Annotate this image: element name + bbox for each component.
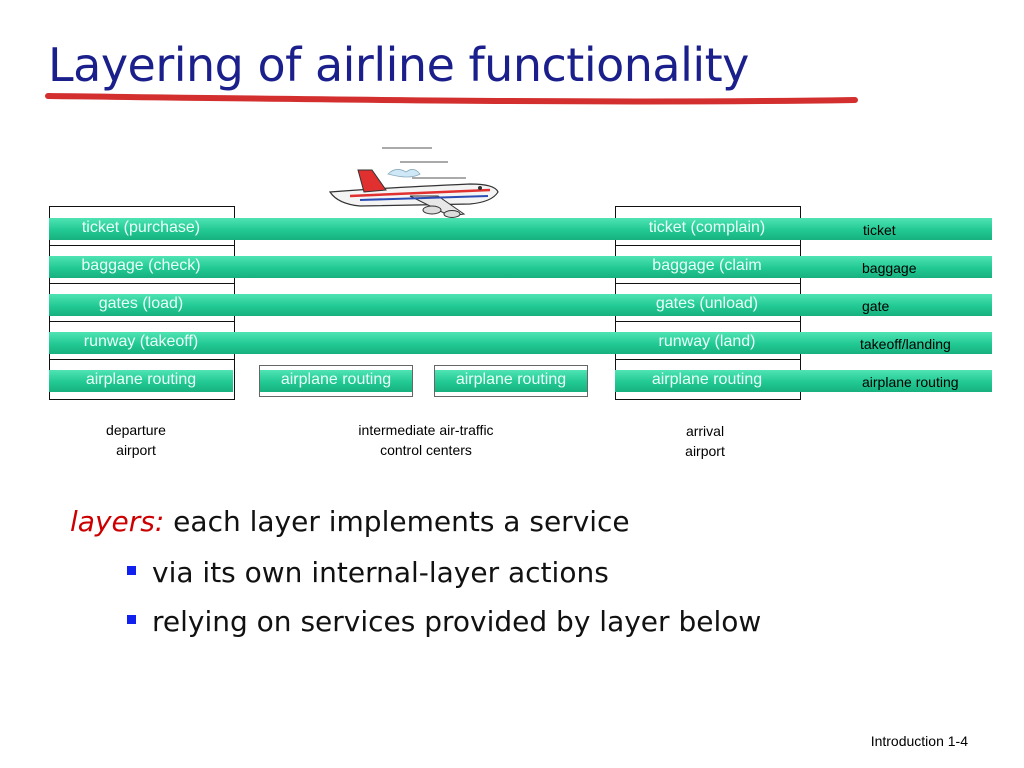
routing-band-intermediate-1	[260, 370, 412, 392]
routing-band-arrival	[615, 370, 992, 392]
caption-line: intermediate air-traffic	[358, 422, 494, 438]
airplane-icon	[328, 147, 499, 218]
layer-divider	[50, 246, 234, 284]
routing-band-departure	[49, 370, 233, 392]
layer-name-takeoff-landing: takeoff/landing	[860, 336, 951, 352]
gate-layer-band	[49, 294, 992, 316]
caption-arrival-airport: arrival airport	[655, 421, 755, 461]
caption-line: arrival	[685, 423, 725, 439]
caption-intermediate-centers: intermediate air-traffic control centers	[326, 420, 526, 460]
departure-layer-runway: runway (takeoff)	[83, 333, 199, 350]
layer-divider	[50, 322, 234, 360]
layers-statement: layers: each layer implements a service	[70, 505, 630, 538]
takeoff-landing-layer-band	[49, 332, 992, 354]
bullet-item: via its own internal-layer actions	[152, 556, 609, 589]
layer-name-ticket: ticket	[863, 222, 896, 238]
caption-departure-airport: departure airport	[86, 420, 186, 460]
caption-line: control centers	[380, 442, 472, 458]
bullet-icon	[127, 566, 136, 575]
arrival-layer-runway: runway (land)	[658, 333, 756, 350]
layer-divider	[616, 207, 800, 246]
arrival-layer-ticket: ticket (complain)	[648, 219, 766, 236]
departure-layer-gates: gates (load)	[98, 295, 184, 312]
baggage-layer-band	[49, 256, 992, 278]
ticket-layer-band	[49, 218, 992, 240]
bullet-icon	[127, 615, 136, 624]
slide-title: Layering of airline functionality	[48, 38, 749, 92]
layer-divider	[50, 284, 234, 322]
intermediate-layer-routing-2: airplane routing	[455, 371, 567, 388]
layer-divider	[616, 322, 800, 360]
layer-name-baggage: baggage	[862, 260, 917, 276]
layer-divider	[616, 246, 800, 284]
title-underline	[45, 93, 858, 105]
layer-divider	[616, 284, 800, 322]
arrival-layer-routing: airplane routing	[651, 371, 763, 388]
departure-layer-baggage: baggage (check)	[81, 257, 201, 274]
caption-line: airport	[685, 443, 725, 459]
arrival-layer-baggage: baggage (claim	[652, 257, 762, 274]
departure-layer-routing: airplane routing	[85, 371, 197, 388]
bullet-item: relying on services provided by layer be…	[152, 605, 762, 638]
slide-footer: Introduction 1-4	[870, 733, 968, 749]
layer-name-airplane-routing: airplane routing	[862, 374, 959, 390]
layers-description: each layer implements a service	[164, 505, 630, 538]
caption-line: departure	[106, 422, 166, 438]
layers-emphasis: layers:	[70, 505, 165, 538]
departure-layer-ticket: ticket (purchase)	[81, 219, 201, 236]
layer-name-gate: gate	[862, 298, 890, 314]
caption-line: airport	[116, 442, 156, 458]
routing-band-intermediate-2	[435, 370, 587, 392]
intermediate-layer-routing-1: airplane routing	[280, 371, 392, 388]
arrival-layer-gates: gates (unload)	[655, 295, 759, 312]
layer-divider	[50, 207, 234, 246]
